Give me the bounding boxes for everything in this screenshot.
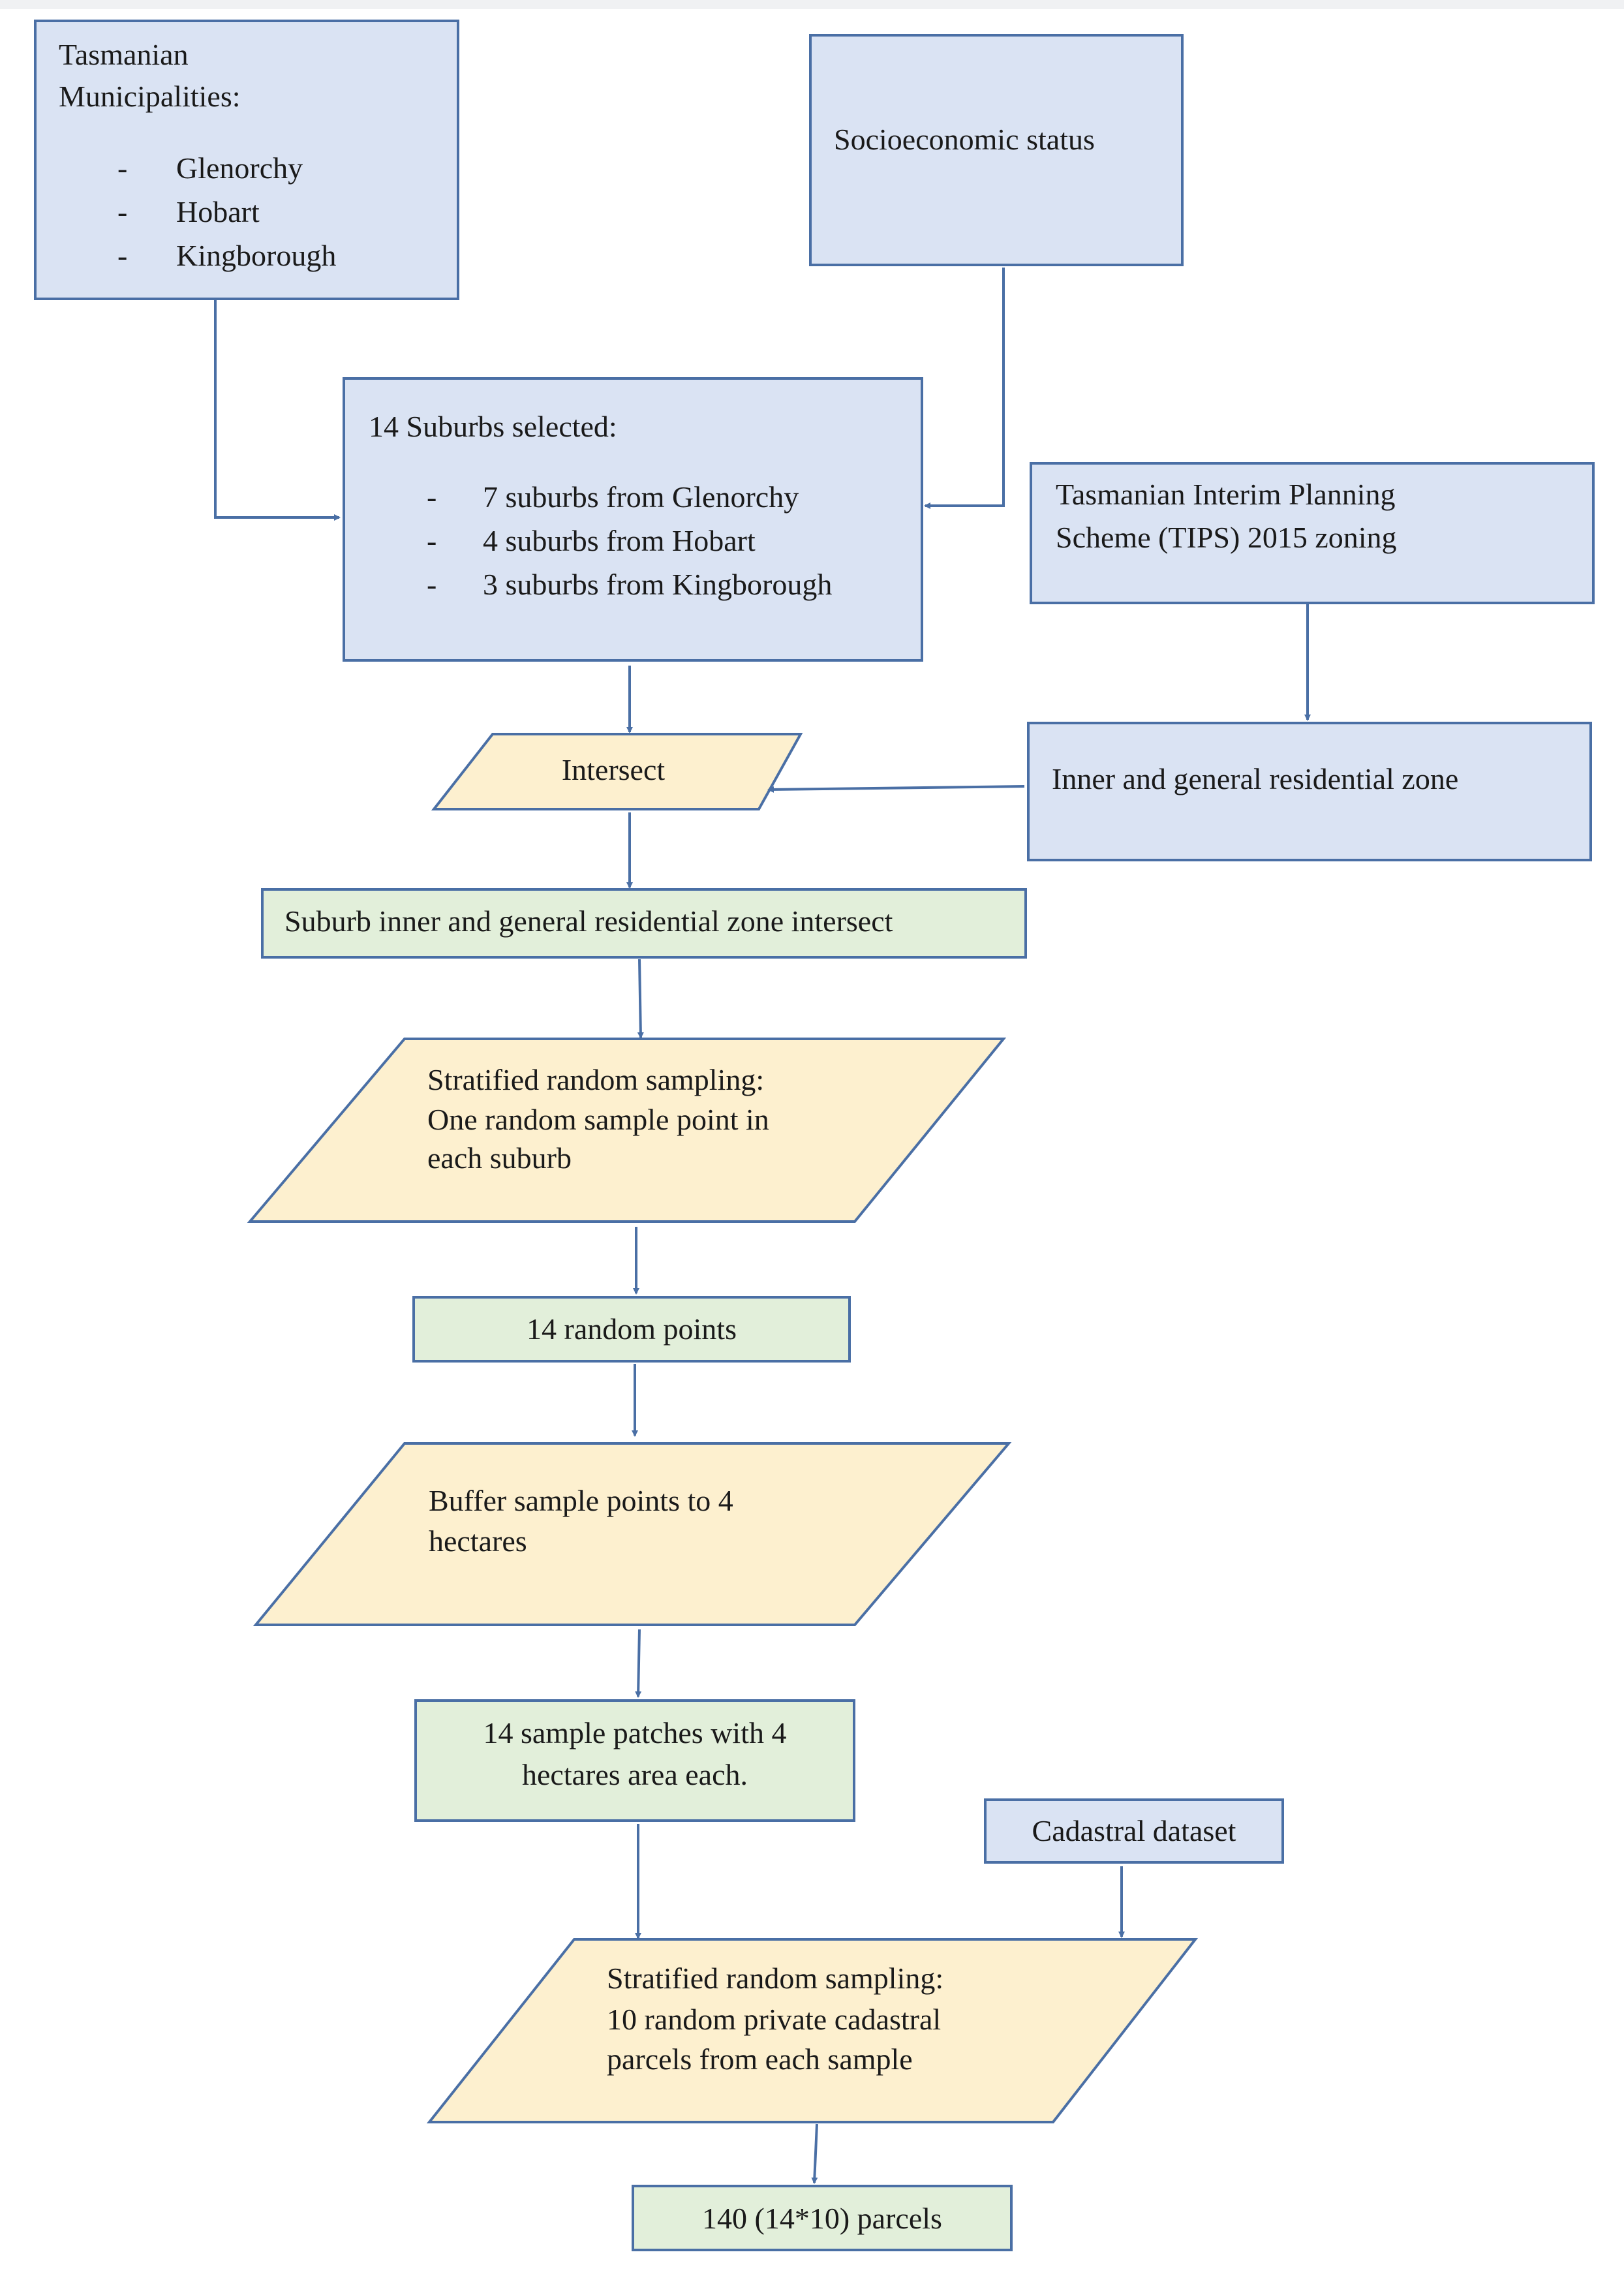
list-marker: -: [427, 568, 437, 601]
list-item-label: 3 suburbs from Kingborough: [483, 568, 833, 601]
socioeconomic-label: Socioeconomic status: [834, 123, 1095, 156]
socioeconomic-box: Socioeconomic status: [809, 34, 1184, 266]
arrow-municipalities-to-suburbs: [214, 300, 341, 521]
intersect-label: Intersect: [561, 753, 666, 786]
arrow-zone-to-intersect: [767, 785, 1025, 793]
list-item: - Kingborough: [117, 234, 336, 277]
arrow-stratified-parcels-to-parcels: [811, 2123, 818, 2184]
patches-line2: hectares area each.: [522, 1758, 748, 1791]
tips-line1: Tasmanian Interim Planning: [1056, 478, 1396, 511]
list-item: - 7 suburbs from Glenorchy: [427, 475, 832, 519]
tips-box: Tasmanian Interim Planning Scheme (TIPS)…: [1030, 462, 1595, 604]
stratified-parcels-line1: Stratified random sampling:: [607, 1962, 944, 1995]
random-points-box: 14 random points: [412, 1296, 851, 1363]
parcels-label: 140 (14*10) parcels: [702, 2202, 942, 2235]
arrow-buffer-to-patches: [635, 1629, 642, 1698]
municipalities-title-line1: Tasmanian: [59, 38, 189, 71]
municipalities-box: Tasmanian Municipalities: - Glenorchy - Ho…: [34, 20, 459, 300]
patches-line1: 14 sample patches with 4: [483, 1716, 787, 1749]
municipalities-list: - Glenorchy - Hobart - Kingborough: [117, 146, 336, 277]
tips-line2: Scheme (TIPS) 2015 zoning: [1056, 521, 1397, 554]
list-marker: -: [427, 480, 437, 514]
buffer-line1: Buffer sample points to 4: [429, 1484, 733, 1517]
patches-box: 14 sample patches with 4 hectares area e…: [414, 1699, 855, 1822]
stratified-parcels-shape: [426, 1938, 1199, 2123]
municipalities-title-line2: Municipalities:: [59, 80, 241, 113]
list-item-label: Hobart: [176, 195, 260, 228]
stratified-points-line2: One random sample point in: [427, 1103, 769, 1136]
top-edge: [0, 0, 1624, 9]
residential-zone-label: Inner and general residential zone: [1052, 762, 1459, 795]
list-item: - 4 suburbs from Hobart: [427, 519, 832, 562]
suburbs-list: - 7 suburbs from Glenorchy - 4 suburbs fro…: [427, 475, 832, 606]
list-item: - Hobart: [117, 190, 336, 234]
stratified-points-shape: [247, 1038, 1007, 1223]
stratified-parcels-line3: parcels from each sample: [607, 2042, 913, 2076]
random-points-label: 14 random points: [527, 1312, 737, 1346]
suburb-zone-intersect-label: Suburb inner and general residential zon…: [284, 904, 893, 938]
list-marker: -: [117, 239, 128, 272]
suburbs-box: 14 Suburbs selected: - 7 suburbs from Gle…: [343, 377, 923, 662]
list-marker: -: [117, 151, 128, 185]
list-item: - 3 suburbs from Kingborough: [427, 562, 832, 606]
list-marker: -: [427, 524, 437, 557]
suburb-zone-intersect-box: Suburb inner and general residential zon…: [261, 888, 1027, 959]
list-marker: -: [117, 195, 128, 228]
stratified-points-line3: each suburb: [427, 1141, 572, 1175]
list-item: - Glenorchy: [117, 146, 336, 190]
stratified-points-line1: Stratified random sampling:: [427, 1063, 765, 1096]
arrow-socioeconomic-to-suburbs: [924, 268, 1005, 509]
suburbs-title: 14 Suburbs selected:: [369, 410, 617, 443]
residential-zone-box: Inner and general residential zone: [1027, 722, 1592, 861]
list-item-label: Glenorchy: [176, 151, 303, 185]
intersect-shape: [431, 733, 803, 810]
arrow-zone-intersect-to-stratified: [637, 959, 644, 1039]
cadastral-label: Cadastral dataset: [1032, 1814, 1236, 1847]
cadastral-box: Cadastral dataset: [984, 1798, 1284, 1864]
stratified-parcels-line2: 10 random private cadastral: [607, 2003, 942, 2036]
list-item-label: 4 suburbs from Hobart: [483, 524, 756, 557]
buffer-shape: [253, 1442, 1012, 1626]
parcels-box: 140 (14*10) parcels: [632, 2185, 1013, 2251]
buffer-line2: hectares: [429, 1524, 527, 1558]
list-item-label: 7 suburbs from Glenorchy: [483, 480, 799, 514]
list-item-label: Kingborough: [176, 239, 337, 272]
